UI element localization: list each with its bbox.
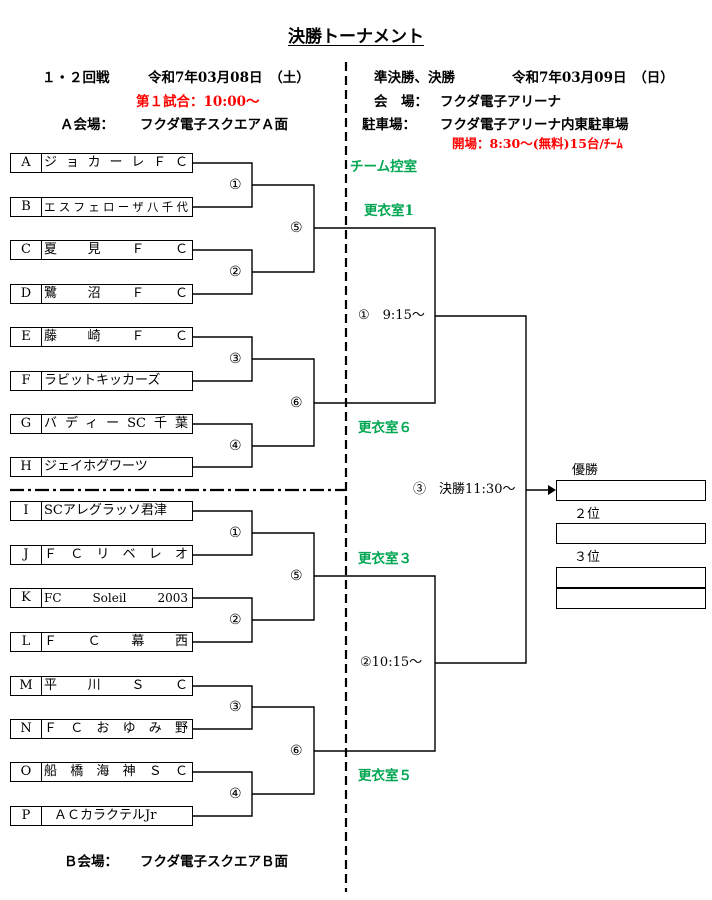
second-place-label: ２位 — [574, 507, 601, 522]
semifinal-1-time: ① 9:15～ — [358, 308, 427, 324]
match-label-2: ② — [229, 264, 242, 280]
team-box: A ジョカーレＦＣ — [10, 153, 193, 173]
team-letter: N — [11, 720, 42, 738]
team-box: B エスフェローザ八千代 — [10, 197, 193, 217]
third-place-box-2 — [556, 588, 706, 609]
team-letter: K — [11, 589, 42, 607]
team-name: ラビットキッカーズ — [44, 373, 161, 388]
team-box: G バディーSC千葉 — [10, 414, 193, 434]
team-room-label: チーム控室 — [350, 159, 418, 175]
match-label-6: ⑥ — [290, 743, 303, 759]
team-letter: M — [11, 677, 42, 695]
match-label-4: ④ — [229, 786, 242, 802]
team-box: P ＡＣカラクテルJr — [10, 806, 193, 826]
match-label-1: ① — [229, 525, 242, 541]
team-letter: O — [11, 763, 42, 781]
team-box: K FC Soleil 2003 — [10, 588, 193, 608]
team-box: O 船橋海神ＳＣ — [10, 762, 193, 782]
team-box: F ラビットキッカーズ — [10, 371, 193, 391]
team-name: バディーSC千葉 — [44, 416, 188, 431]
page-title: 決勝トーナメント — [288, 27, 424, 47]
arena-venue-label: 会 場： — [374, 94, 428, 110]
venue-a-label: Ａ会場： — [60, 117, 114, 133]
team-name: FC Soleil 2003 — [44, 591, 188, 605]
team-name: 夏見ＦＣ — [44, 242, 188, 257]
team-box: D 鷺沼ＦＣ — [10, 284, 193, 304]
match-label-1: ① — [229, 177, 242, 193]
room-3-label: 更衣室３ — [358, 551, 412, 567]
team-name: 船橋海神ＳＣ — [44, 764, 188, 779]
team-letter: A — [11, 154, 42, 172]
match-label-6: ⑥ — [290, 395, 303, 411]
right-date: 令和7年03月09日 （日） — [512, 70, 674, 86]
venue-b-name: フクダ電子スクエアＢ面 — [140, 854, 288, 870]
semifinal-2-time: ②10:15～ — [360, 655, 425, 671]
right-round-label: 準決勝、決勝 — [374, 70, 455, 86]
team-box: E 藤崎ＦＣ — [10, 327, 193, 347]
match-label-2: ② — [229, 612, 242, 628]
team-name: ジョカーレＦＣ — [44, 155, 188, 170]
left-round-label: １・２回戦 — [42, 70, 110, 86]
team-letter: F — [11, 372, 42, 390]
match-label-4: ④ — [229, 438, 242, 454]
first-match-time: 第１試合：10:00～ — [136, 94, 260, 110]
team-box: C 夏見ＦＣ — [10, 240, 193, 260]
team-box: I SCアレグラッソ君津 — [10, 501, 193, 521]
winner-label: 優勝 — [572, 463, 599, 478]
second-place-box — [556, 523, 706, 544]
team-name: SCアレグラッソ君津 — [44, 503, 167, 518]
team-letter: C — [11, 241, 42, 259]
team-box: M 平川ＳＣ — [10, 676, 193, 696]
parking-label: 駐車場： — [362, 117, 416, 133]
team-letter: H — [11, 458, 42, 476]
team-box: J ＦＣリベレオ — [10, 545, 193, 565]
team-box: L ＦＣ幕西 — [10, 632, 193, 652]
team-letter: P — [11, 807, 42, 825]
parking-name: フクダ電子アリーナ内東駐車場 — [440, 117, 629, 133]
team-name: ＦＣリベレオ — [44, 547, 188, 562]
match-label-5: ⑤ — [290, 568, 303, 584]
team-letter: I — [11, 502, 42, 520]
team-name: エスフェローザ八千代 — [44, 200, 188, 214]
third-place-box-1 — [556, 567, 706, 588]
team-letter: J — [11, 546, 42, 564]
team-box: H ジェイホグワーツ — [10, 457, 193, 477]
team-name: ＡＣカラクテルJr — [54, 808, 157, 823]
team-name: ジェイホグワーツ — [44, 459, 148, 474]
left-date: 令和7年03月08日 （土） — [148, 70, 310, 86]
match-label-5: ⑤ — [290, 220, 303, 236]
final-time: ③ 決勝11:30～ — [413, 482, 518, 498]
venue-b-label: Ｂ会場： — [64, 854, 118, 870]
arena-venue-name: フクダ電子アリーナ — [440, 94, 561, 110]
team-letter: D — [11, 285, 42, 303]
match-label-3: ③ — [229, 699, 242, 715]
team-letter: B — [11, 198, 42, 216]
third-place-label: ３位 — [574, 550, 601, 565]
team-name: ＦＣ幕西 — [44, 634, 188, 649]
team-letter: L — [11, 633, 42, 651]
team-name: 平川ＳＣ — [44, 678, 188, 693]
team-letter: G — [11, 415, 42, 433]
room-5-label: 更衣室５ — [358, 768, 412, 784]
team-name: 藤崎ＦＣ — [44, 329, 188, 344]
room-6-label: 更衣室６ — [358, 420, 412, 436]
winner-box — [556, 480, 706, 501]
match-label-3: ③ — [229, 351, 242, 367]
team-box: N ＦＣおゆみ野 — [10, 719, 193, 739]
team-name: ＦＣおゆみ野 — [44, 721, 188, 736]
venue-a-name: フクダ電子スクエアＡ面 — [140, 117, 288, 133]
team-name: 鷺沼ＦＣ — [44, 286, 188, 301]
room-1-label: 更衣室1 — [364, 203, 414, 219]
team-letter: E — [11, 328, 42, 346]
opening-info: 開場：8:30～(無料)15台/ﾁｰﾑ — [452, 136, 623, 151]
